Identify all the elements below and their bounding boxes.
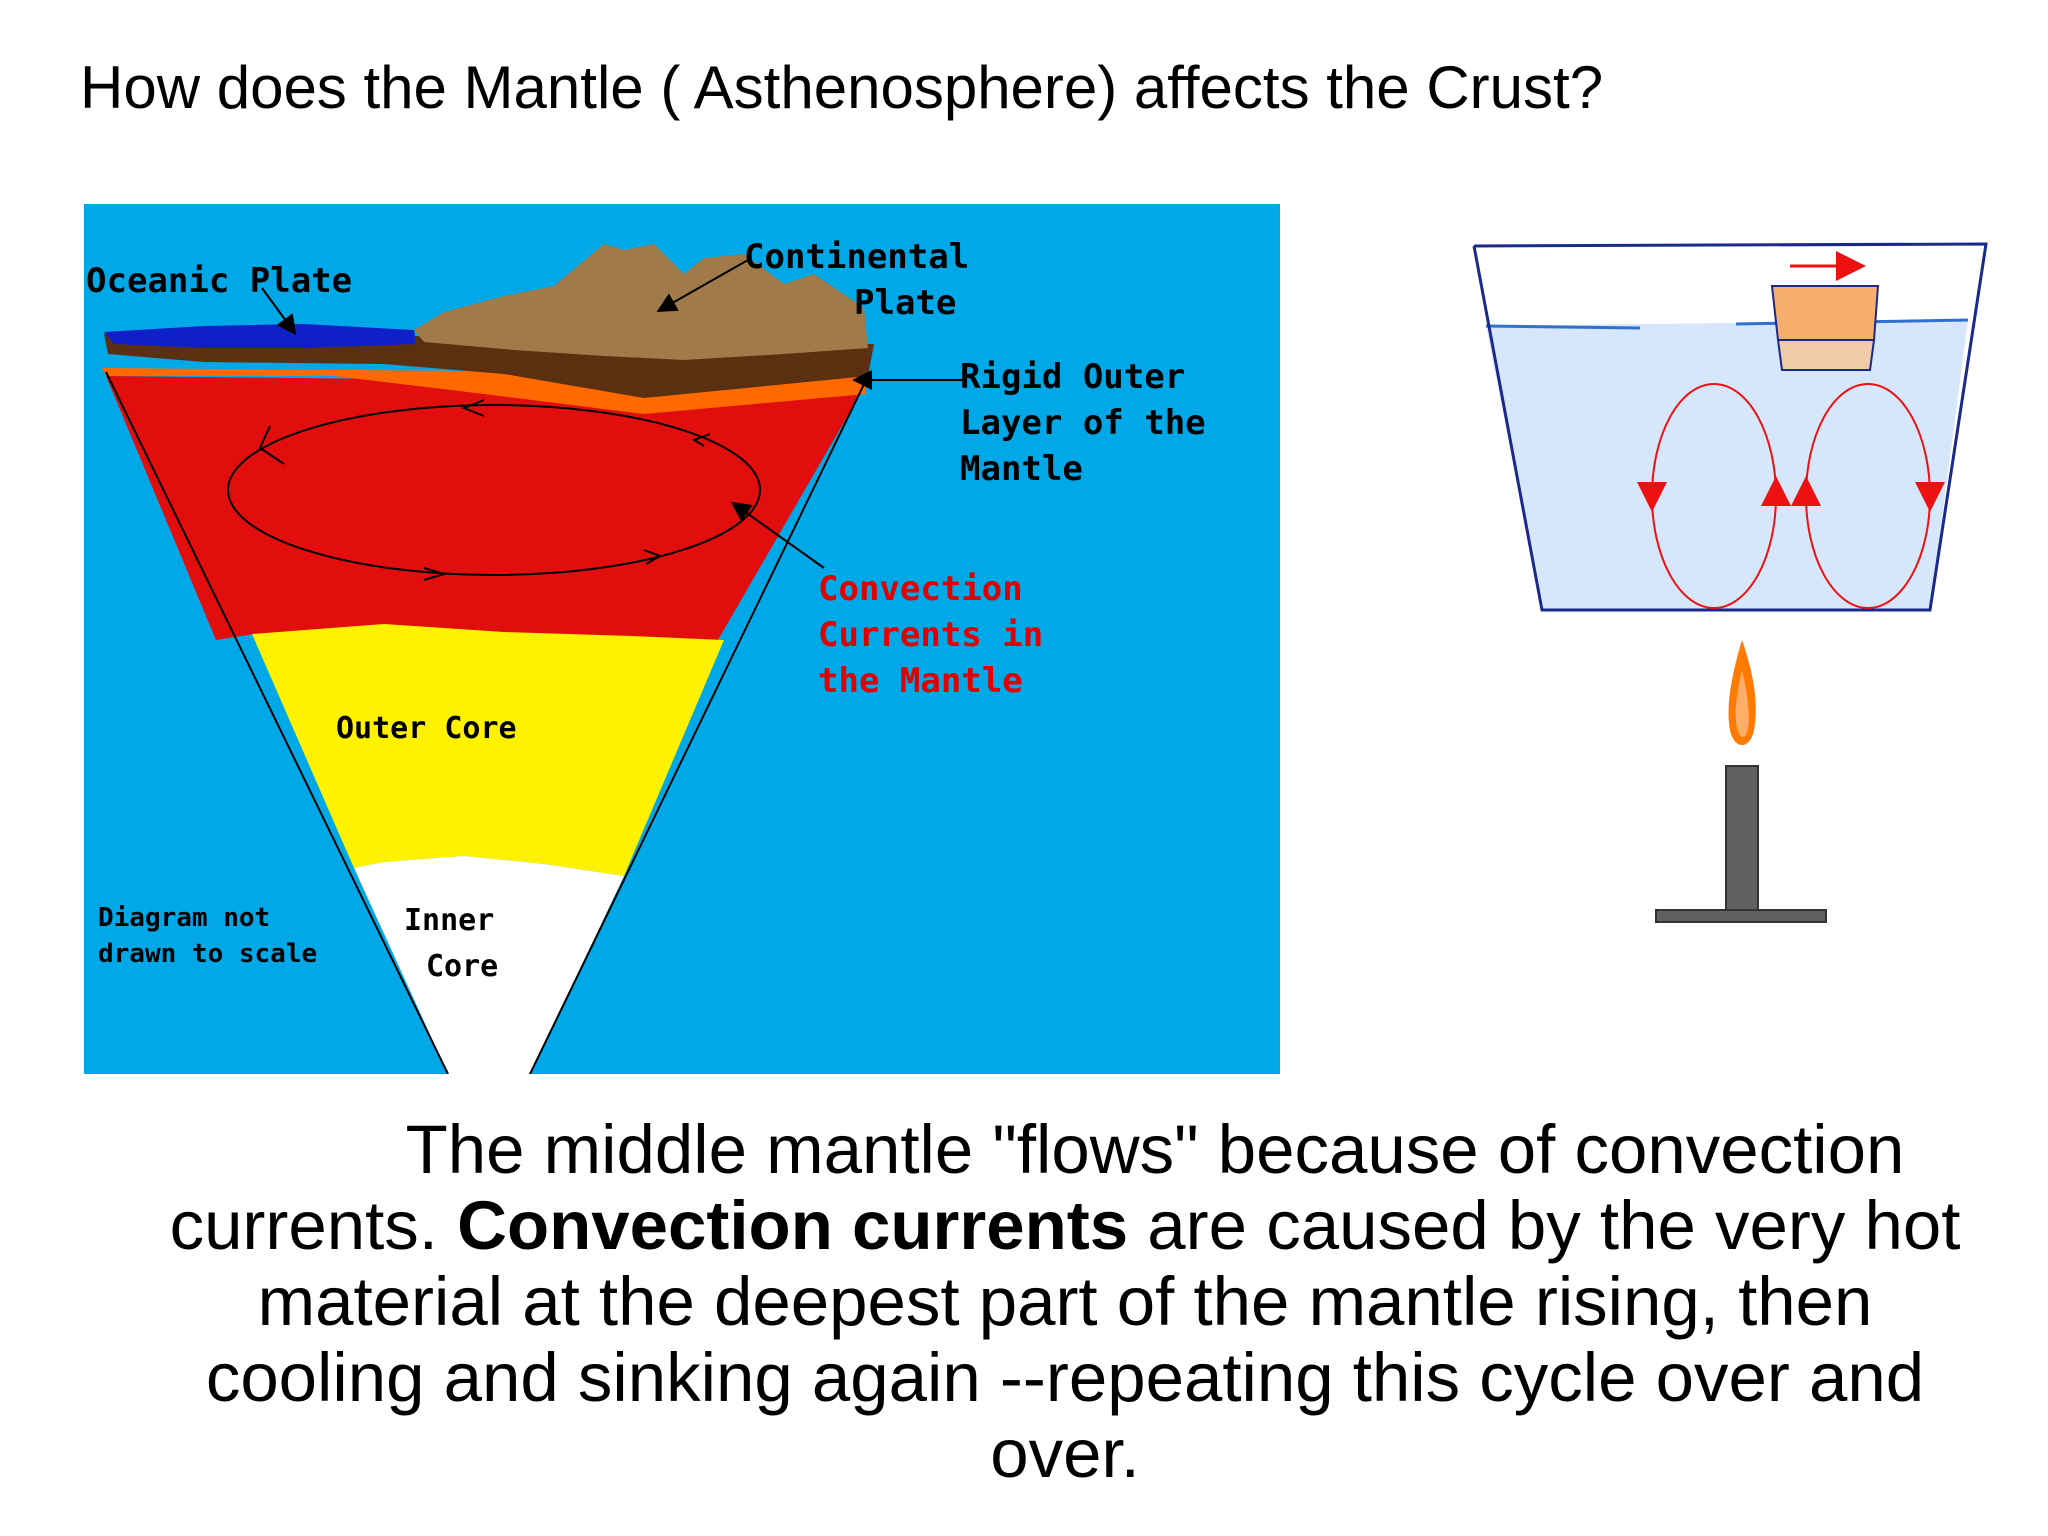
label-outer-core: Outer Core: [336, 711, 517, 746]
oceanic-plate-pointer: [261, 287, 297, 336]
label-scale-note-line2: drawn to scale: [98, 939, 317, 969]
body-line-5: over.: [990, 1415, 1140, 1492]
body-line-4: cooling and sinking again --repeating th…: [205, 1339, 1925, 1416]
outer-core-layer: [252, 624, 724, 876]
convection-arrow-bottom-left: [423, 567, 448, 581]
label-rigid-line3: Mantle: [960, 449, 1083, 489]
label-convection-line1: Convection: [818, 569, 1023, 609]
burner-tube: [1725, 765, 1759, 913]
label-continental-line1: Continental: [744, 237, 969, 277]
burner-flame-inner: [1735, 670, 1749, 737]
label-rigid-line1: Rigid Outer: [960, 357, 1185, 397]
beaker-outline: [1472, 242, 1988, 612]
continental-plate-pointer: [656, 259, 749, 312]
cone-left-edge: [105, 371, 449, 1074]
label-inner-core-line1: Inner: [404, 903, 494, 938]
body-line-2-start: currents.: [169, 1187, 458, 1264]
oceanic-plate: [104, 324, 416, 348]
mantle-layer: [106, 376, 866, 640]
slide-title: How does the Mantle ( Asthenosphere) aff…: [80, 54, 1604, 121]
label-oceanic-plate: Oceanic Plate: [86, 261, 352, 301]
floating-block-bottom: [1776, 339, 1876, 371]
label-continental-line2: Plate: [854, 283, 956, 323]
body-line-2-bold: Convection currents: [457, 1187, 1129, 1264]
label-inner-core-line2: Core: [426, 949, 498, 984]
label-scale-note-line1: Diagram not: [98, 903, 270, 933]
body-line-2-end: are caused by the very hot: [1128, 1187, 1961, 1264]
convection-loop: [227, 404, 761, 576]
beaker-water: [1486, 320, 1968, 610]
body-line-2: currents. Convection currents are caused…: [100, 1188, 2030, 1264]
earth-cross-section-diagram: Oceanic Plate Continental Plate Rigid Ou…: [84, 204, 1280, 1074]
burner-base: [1655, 909, 1827, 923]
label-convection-line2: Currents in: [818, 615, 1043, 655]
body-line-3: material at the deepest part of the mant…: [257, 1263, 1873, 1340]
convection-arrow-bottom-right: [643, 549, 663, 565]
beaker-convection-diagram: [1472, 242, 1988, 923]
cone-right-edge: [529, 379, 867, 1074]
explanation-text: The middle mantle "flows" because of con…: [100, 1112, 2030, 1492]
floating-block-top: [1770, 285, 1880, 341]
inner-core-layer: [354, 856, 624, 1074]
convection-arrow-top: [461, 399, 485, 417]
body-line-1: The middle mantle "flows" because of con…: [405, 1111, 1905, 1188]
label-rigid-line2: Layer of the: [960, 403, 1206, 443]
continental-plate: [414, 244, 868, 360]
convection-arrow-right: [691, 433, 711, 447]
convection-arrow-left: [258, 425, 285, 465]
label-convection-line3: the Mantle: [818, 661, 1023, 701]
convection-pointer: [730, 501, 825, 569]
